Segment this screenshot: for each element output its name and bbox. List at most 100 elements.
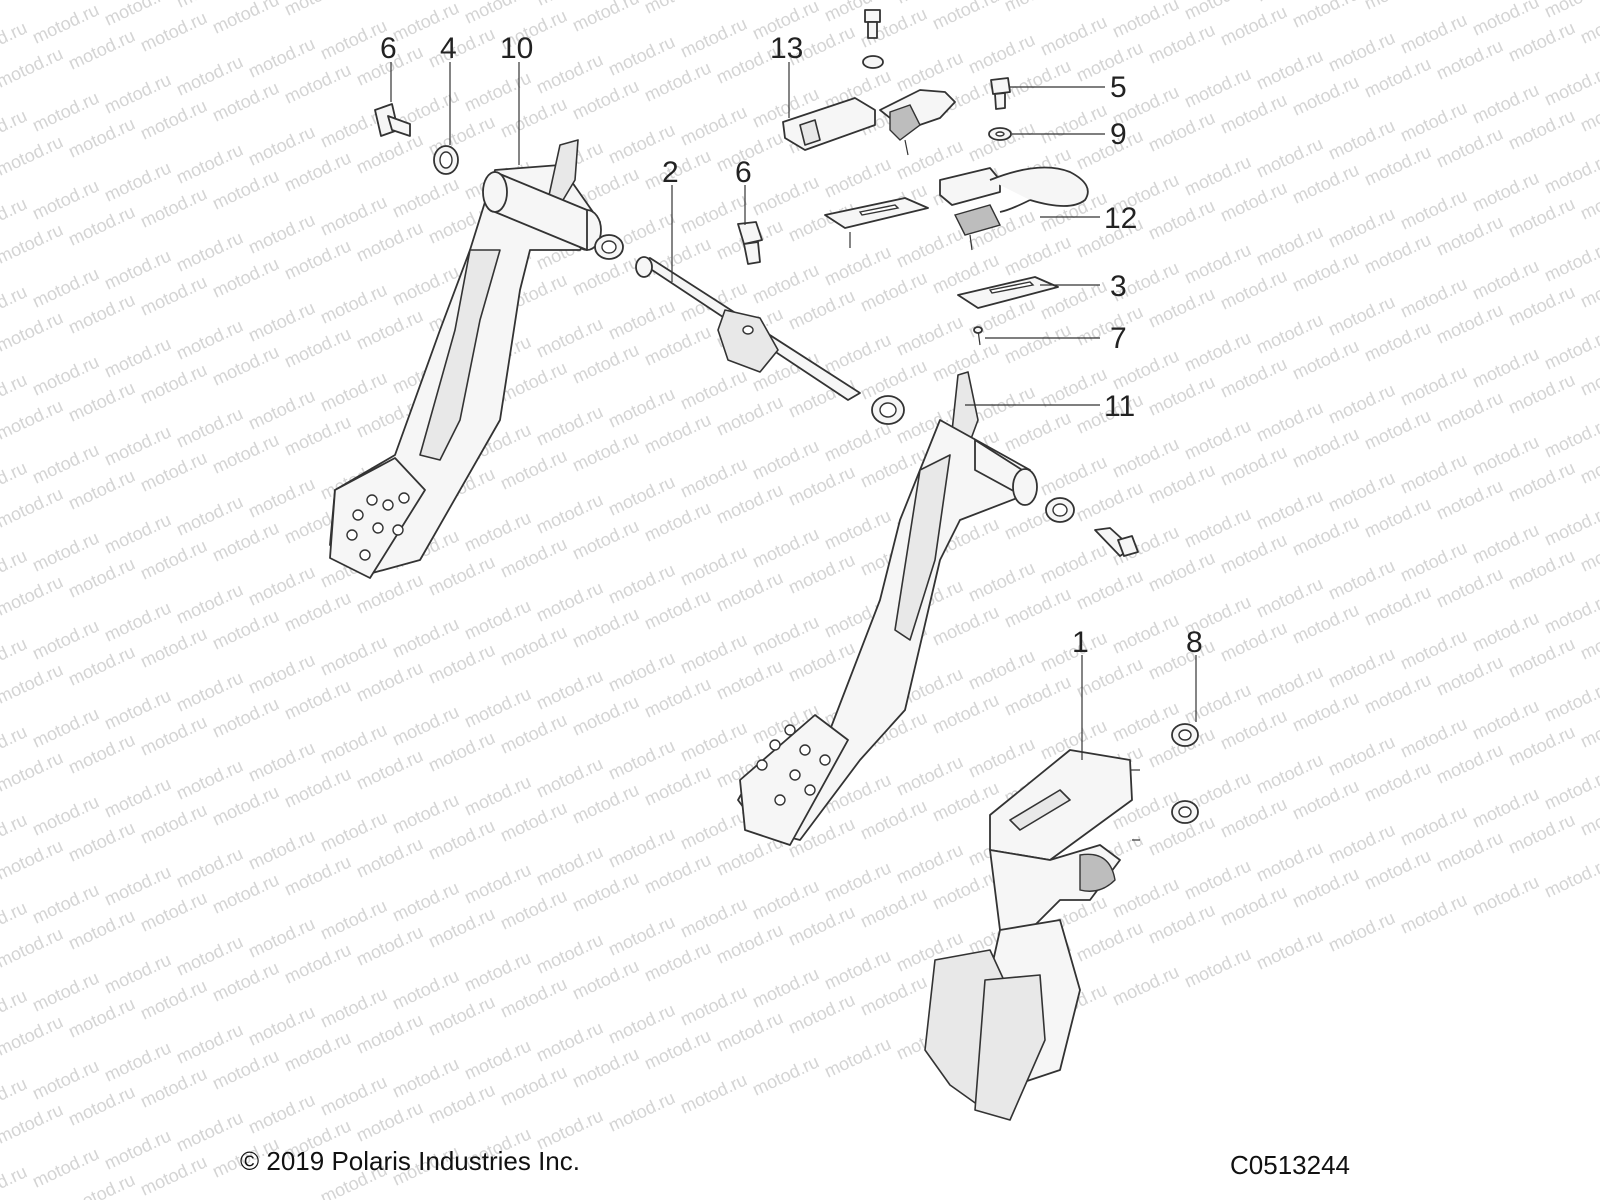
watermark-text: motod.ru — [245, 121, 318, 169]
watermark-text: motod.ru — [1433, 387, 1506, 435]
watermark-text: motod.ru — [173, 843, 246, 891]
watermark-text: motod.ru — [65, 113, 138, 161]
watermark-text: motod.ru — [1145, 19, 1218, 67]
watermark-text: motod.ru — [137, 799, 210, 847]
watermark-text: motod.ru — [461, 771, 534, 819]
watermark-text: motod.ru — [1217, 1, 1290, 49]
watermark-text: motod.ru — [1541, 765, 1600, 813]
watermark-text: motod.ru — [1397, 801, 1470, 849]
watermark-text: motod.ru — [821, 153, 894, 201]
watermark-text: motod.ru — [353, 657, 426, 705]
watermark-text: motod.ru — [749, 171, 822, 219]
watermark-text: motod.ru — [137, 535, 210, 583]
bolt-5 — [990, 77, 1011, 110]
watermark-text: motod.ru — [101, 1125, 174, 1173]
watermark-text: motod.ru — [749, 963, 822, 1011]
watermark-text: motod.ru — [785, 989, 858, 1037]
watermark-text: motod.ru — [1109, 961, 1182, 1009]
watermark-text: motod.ru — [101, 949, 174, 997]
copyright-text: © 2019 Polaris Industries Inc. — [240, 1146, 580, 1176]
watermark-text: motod.ru — [317, 191, 390, 239]
callout-7: 7 — [1110, 322, 1127, 355]
watermark-text: motod.ru — [1217, 265, 1290, 313]
watermark-text: motod.ru — [29, 439, 102, 487]
watermark-text: motod.ru — [281, 1027, 354, 1075]
callout-3: 3 — [1110, 270, 1127, 303]
watermark-text: motod.ru — [569, 691, 642, 739]
watermark-text: motod.ru — [101, 597, 174, 645]
callout-13: 13 — [770, 32, 803, 65]
watermark-text: motod.ru — [1361, 0, 1434, 14]
watermark-text: motod.ru — [1361, 405, 1434, 453]
watermark-text: motod.ru — [677, 717, 750, 765]
watermark-text: motod.ru — [1433, 35, 1506, 83]
screw-7 — [973, 326, 983, 346]
watermark-text: motod.ru — [1397, 361, 1470, 409]
watermark-text: motod.ru — [137, 1151, 210, 1199]
watermark-text: motod.ru — [1289, 511, 1362, 559]
watermark-text: motod.ru — [29, 175, 102, 223]
watermark-text: motod.ru — [569, 339, 642, 387]
watermark-text: motod.ru — [749, 259, 822, 307]
watermark-text: motod.ru — [641, 57, 714, 105]
watermark-text: motod.ru — [857, 971, 930, 1019]
watermark-text: motod.ru — [1001, 407, 1074, 455]
watermark-text: motod.ru — [137, 975, 210, 1023]
watermark-text: motod.ru — [281, 235, 354, 283]
watermark-text: motod.ru — [0, 923, 66, 971]
watermark-text: motod.ru — [173, 931, 246, 979]
watermark-text: motod.ru — [1505, 721, 1578, 769]
watermark-text: motod.ru — [65, 817, 138, 865]
watermark-text: motod.ru — [29, 1143, 102, 1191]
watermark-text: motod.ru — [1001, 319, 1074, 367]
watermark-text: motod.ru — [1433, 563, 1506, 611]
watermark-text: motod.ru — [677, 541, 750, 589]
watermark-text: motod.ru — [677, 629, 750, 677]
watermark-text: motod.ru — [497, 1061, 570, 1109]
watermark-text: motod.ru — [1397, 9, 1470, 57]
watermark-text: motod.ru — [173, 51, 246, 99]
watermark-text: motod.ru — [1325, 291, 1398, 339]
watermark-text: motod.ru — [1073, 653, 1146, 701]
watermark-text: motod.ru — [65, 289, 138, 337]
watermark-text: motod.ru — [245, 385, 318, 433]
watermark-text: motod.ru — [1217, 705, 1290, 753]
watermark-text: motod.ru — [101, 69, 174, 117]
watermark-text: motod.ru — [1469, 519, 1542, 567]
watermark-text: motod.ru — [893, 223, 966, 271]
watermark-text: motod.ru — [1253, 925, 1326, 973]
watermark-text: motod.ru — [713, 391, 786, 439]
watermark-text: motod.ru — [677, 893, 750, 941]
watermark-text: motod.ru — [209, 341, 282, 389]
watermark-text: motod.ru — [677, 13, 750, 61]
watermark-text: motod.ru — [1145, 459, 1218, 507]
watermark-text: motod.ru — [821, 505, 894, 553]
watermark-text: motod.ru — [1505, 369, 1578, 417]
bolt-right — [1094, 527, 1139, 557]
watermark-text: motod.ru — [1253, 573, 1326, 621]
watermark-text: motod.ru — [1145, 107, 1218, 155]
watermark-text: motod.ru — [0, 219, 66, 267]
watermark-text: motod.ru — [1181, 63, 1254, 111]
watermark-text: motod.ru — [497, 973, 570, 1021]
watermark-text: motod.ru — [821, 1033, 894, 1081]
watermark-text: motod.ru — [1397, 625, 1470, 673]
watermark-text: motod.ru — [245, 473, 318, 521]
watermark-text: motod.ru — [281, 939, 354, 987]
watermark-text: motod.ru — [533, 401, 606, 449]
watermark-text: motod.ru — [1289, 599, 1362, 647]
watermark-text: motod.ru — [1433, 123, 1506, 171]
watermark-text: motod.ru — [1397, 713, 1470, 761]
watermark-text: motod.ru — [173, 1019, 246, 1067]
watermark-text: motod.ru — [101, 421, 174, 469]
watermark-text: motod.ru — [353, 217, 426, 265]
watermark-text: motod.ru — [461, 947, 534, 995]
watermark-text: motod.ru — [533, 665, 606, 713]
watermark-text: motod.ru — [641, 761, 714, 809]
watermark-text: motod.ru — [353, 129, 426, 177]
washer-left-shaft — [594, 234, 624, 260]
watermark-text: motod.ru — [209, 781, 282, 829]
watermark-text: motod.ru — [317, 631, 390, 679]
watermark-text: motod.ru — [425, 551, 498, 599]
